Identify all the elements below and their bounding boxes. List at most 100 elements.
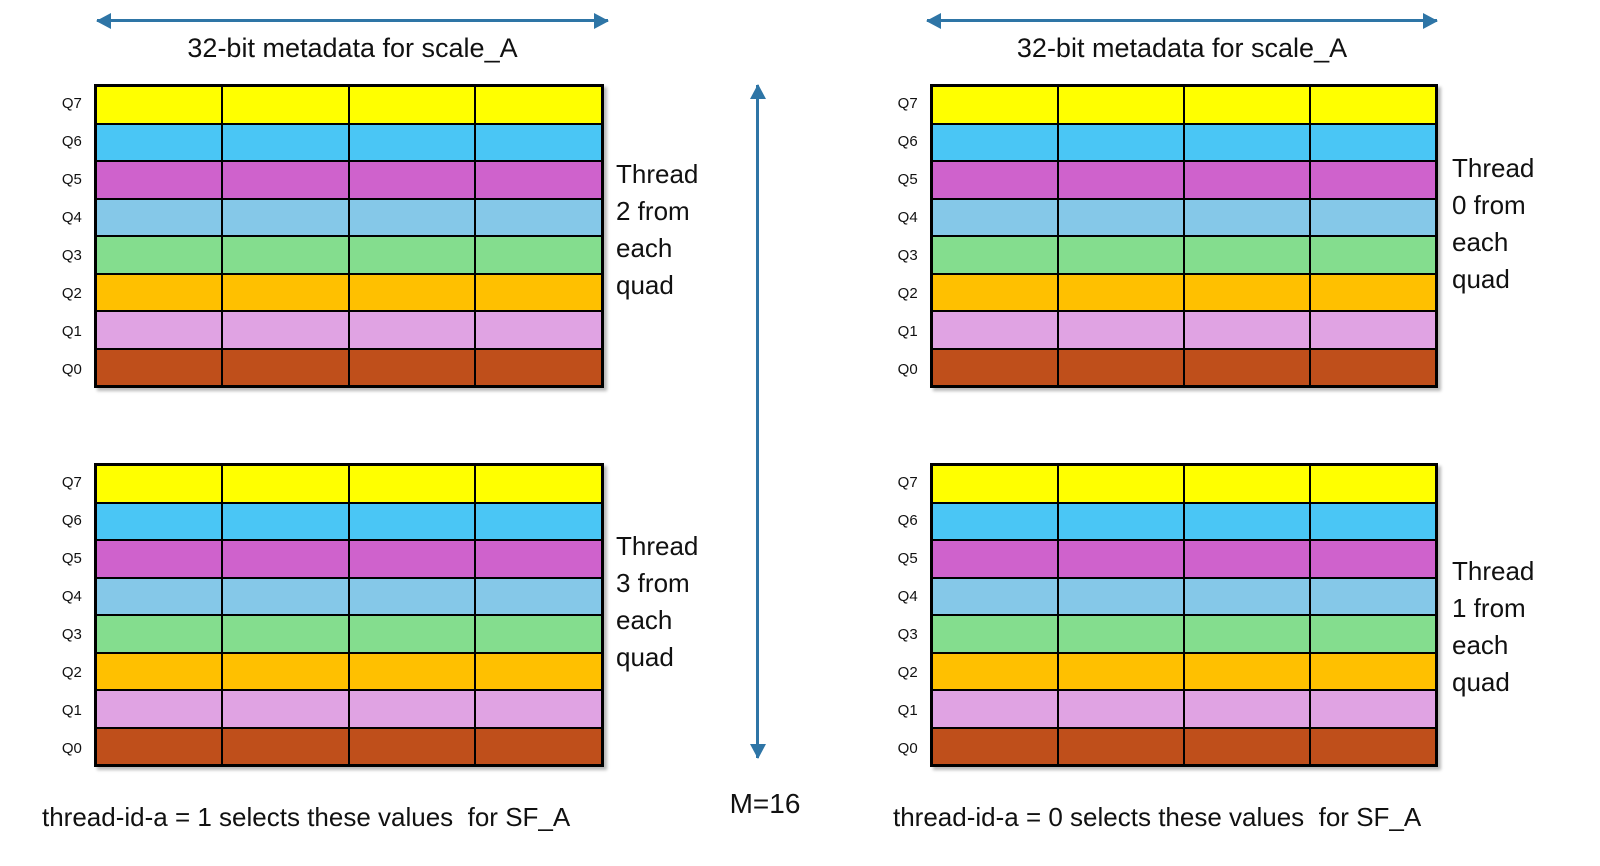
arrow-head-up-icon xyxy=(749,84,766,99)
metadata-grid xyxy=(93,84,604,388)
grid-cell-q0-col0 xyxy=(931,727,1058,765)
grid-cell-q4-col0 xyxy=(95,198,223,236)
row-label-q0: Q0 xyxy=(897,739,918,757)
grid-cell-q7-col2 xyxy=(1183,86,1310,124)
grid-cell-q0-col1 xyxy=(222,727,349,765)
left-metadata-title: 32-bit metadata for scale_A xyxy=(187,33,518,63)
grid-cell-q1-col1 xyxy=(1057,690,1184,728)
grid-cell-q1-col0 xyxy=(95,311,223,349)
grid-cell-q5-col0 xyxy=(931,540,1058,578)
grid-cell-q5-col2 xyxy=(348,161,476,199)
row-label-q5: Q5 xyxy=(61,170,82,188)
grid-cell-q2-col0 xyxy=(95,273,223,311)
right-metadata-title: 32-bit metadata for scale_A xyxy=(1016,33,1348,63)
arrow-head-down-icon xyxy=(749,744,766,759)
grid-cell-q7-col0 xyxy=(931,465,1058,503)
right-caption: thread-id-a = 0 selects these values for… xyxy=(893,802,1422,832)
grid-cell-q5-col1 xyxy=(222,161,349,199)
grid-cell-q4-col1 xyxy=(1057,577,1184,615)
grid-cell-q2-col1 xyxy=(1057,652,1184,690)
row-label-q0: Q0 xyxy=(897,360,918,378)
row-label-q7: Q7 xyxy=(61,94,82,112)
row-label-q3: Q3 xyxy=(61,625,82,643)
grid-cell-q2-col0 xyxy=(931,652,1058,690)
grid-cell-q6-col1 xyxy=(222,502,349,540)
grid-cell-q1-col3 xyxy=(1309,690,1436,728)
grid-cell-q5-col1 xyxy=(222,540,349,578)
grid-cell-q6-col0 xyxy=(931,123,1058,161)
grid-cell-q6-col1 xyxy=(222,123,349,161)
grid-cell-q4-col1 xyxy=(1057,198,1184,236)
grid-cell-q5-col3 xyxy=(1309,161,1436,199)
grid-cell-q7-col0 xyxy=(95,465,223,503)
grid-cell-q7-col1 xyxy=(1057,86,1184,124)
grid-cell-q4-col2 xyxy=(1183,198,1310,236)
grid-cell-q3-col3 xyxy=(1309,615,1436,653)
grid-cell-q7-col1 xyxy=(222,465,349,503)
grid-cell-q1-col3 xyxy=(475,311,602,349)
grid-cell-q4-col1 xyxy=(222,198,349,236)
grid-cell-q7-col2 xyxy=(1183,465,1310,503)
m-dimension-arrow xyxy=(749,84,766,759)
row-label-q1: Q1 xyxy=(897,701,918,719)
grid-cell-q1-col1 xyxy=(1057,311,1184,349)
grid-cell-q5-col2 xyxy=(348,540,476,578)
row-label-q0: Q0 xyxy=(61,360,82,378)
grid-cell-q3-col3 xyxy=(475,236,602,274)
arrow-head-left-icon xyxy=(926,12,941,29)
grid-cell-q3-col1 xyxy=(1057,236,1184,274)
grid-cell-q0-col1 xyxy=(1057,348,1184,386)
grid-cell-q4-col0 xyxy=(95,577,223,615)
grid-cell-q1-col3 xyxy=(475,690,602,728)
row-label-q0: Q0 xyxy=(61,739,82,757)
left-bottom-thread-label: Thread 3 from each quad xyxy=(616,531,699,672)
grid-cell-q1-col3 xyxy=(1309,311,1436,349)
grid-cell-q3-col1 xyxy=(1057,615,1184,653)
grid-cell-q7-col1 xyxy=(1057,465,1184,503)
grid-cell-q3-col2 xyxy=(1183,236,1310,274)
arrow-head-left-icon xyxy=(96,12,111,29)
grid-cell-q2-col2 xyxy=(1183,273,1310,311)
grid-cell-q4-col0 xyxy=(931,577,1058,615)
arrow-head-right-icon xyxy=(594,12,609,29)
grid-cell-q7-col3 xyxy=(1309,86,1436,124)
grid-cell-q2-col1 xyxy=(222,652,349,690)
grid-cell-q5-col2 xyxy=(1183,540,1310,578)
grid-cell-q5-col0 xyxy=(931,161,1058,199)
row-label-q7: Q7 xyxy=(897,94,918,112)
grid-cell-q4-col3 xyxy=(1309,198,1436,236)
grid-cell-q3-col2 xyxy=(348,236,476,274)
grid-cell-q5-col1 xyxy=(1057,540,1184,578)
grid-cell-q0-col2 xyxy=(1183,727,1310,765)
grid-cell-q3-col2 xyxy=(348,615,476,653)
row-label-q7: Q7 xyxy=(61,473,82,491)
row-label-q2: Q2 xyxy=(61,284,82,302)
grid-cell-q3-col0 xyxy=(95,236,223,274)
row-label-q4: Q4 xyxy=(897,208,918,226)
grid-cell-q6-col1 xyxy=(1057,502,1184,540)
grid-cell-q6-col3 xyxy=(1309,502,1436,540)
grid-cell-q0-col3 xyxy=(475,348,602,386)
metadata-grid xyxy=(929,84,1438,388)
grid-cell-q2-col2 xyxy=(348,273,476,311)
grid-cell-q5-col3 xyxy=(475,161,602,199)
row-label-q3: Q3 xyxy=(897,625,918,643)
grid-cell-q6-col1 xyxy=(1057,123,1184,161)
grid-cell-q4-col0 xyxy=(931,198,1058,236)
grid-cell-q2-col3 xyxy=(1309,652,1436,690)
grid-cell-q7-col0 xyxy=(931,86,1058,124)
grid-cell-q4-col3 xyxy=(1309,577,1436,615)
grid-cell-q4-col2 xyxy=(1183,577,1310,615)
grid-cell-q3-col3 xyxy=(1309,236,1436,274)
row-label-q6: Q6 xyxy=(897,132,918,150)
grid-cell-q3-col0 xyxy=(931,236,1058,274)
grid-cell-q7-col3 xyxy=(475,86,602,124)
grid-cell-q3-col3 xyxy=(475,615,602,653)
grid-cell-q2-col0 xyxy=(931,273,1058,311)
grid-cell-q3-col1 xyxy=(222,615,349,653)
row-label-q5: Q5 xyxy=(897,170,918,188)
